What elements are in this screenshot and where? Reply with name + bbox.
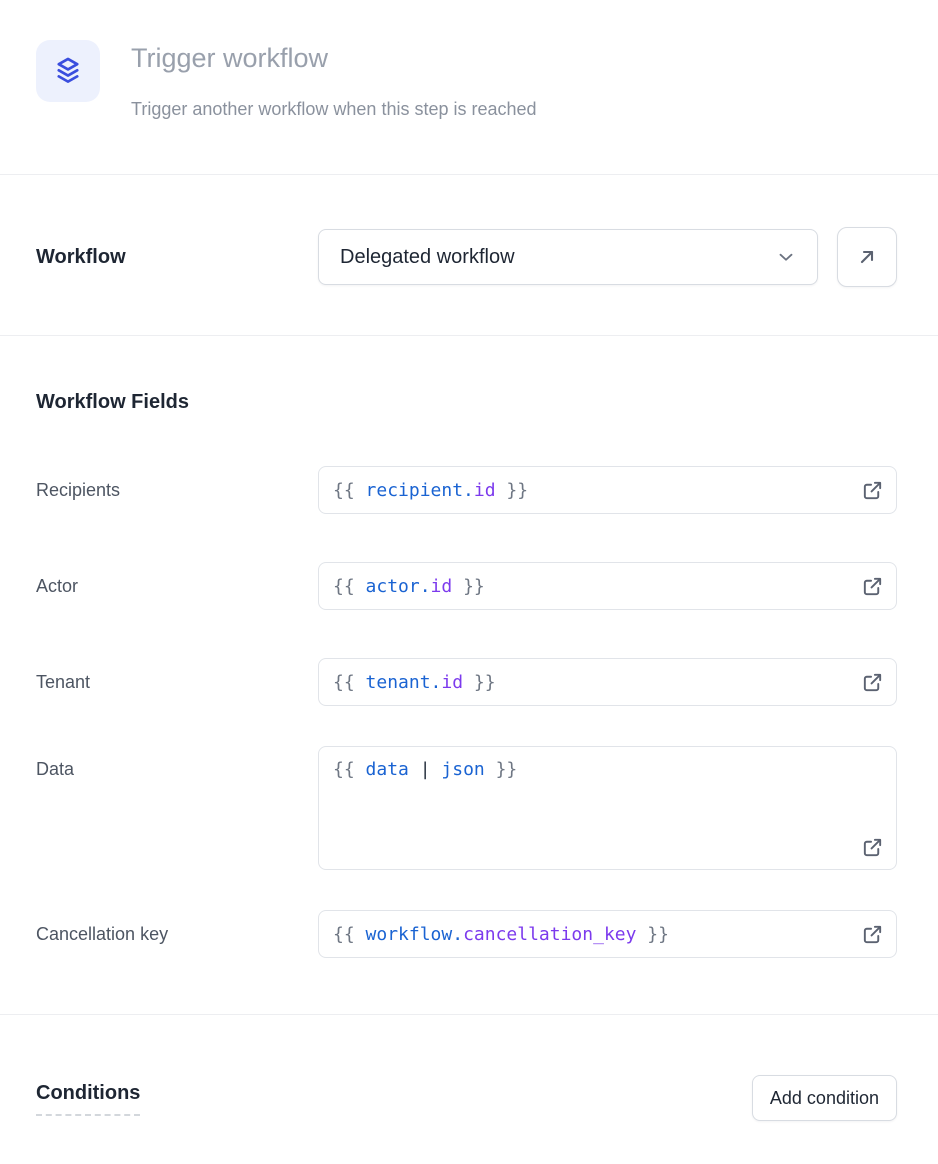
workflow-field-row: Cancellation key {{ workflow.cancellatio…	[36, 910, 897, 958]
external-link-icon[interactable]	[860, 574, 884, 598]
divider	[0, 335, 938, 336]
workflow-select-section: Workflow Delegated workflow	[0, 175, 938, 287]
field-code-input[interactable]: {{ data | json }}	[318, 746, 897, 870]
workflow-fields-heading: Workflow Fields	[36, 391, 189, 413]
field-code-value: {{ tenant.id }}	[333, 671, 496, 693]
external-link-icon[interactable]	[860, 835, 884, 859]
field-label: Tenant	[36, 671, 91, 692]
field-label: Actor	[36, 575, 79, 596]
step-header-text: Trigger workflow Trigger another workflo…	[131, 40, 537, 120]
field-code-value: {{ data | json }}	[333, 759, 518, 780]
field-code-value: {{ recipient.id }}	[333, 479, 529, 501]
field-label: Data	[36, 759, 75, 779]
step-icon-box	[36, 40, 100, 102]
field-code-value: {{ actor.id }}	[333, 575, 485, 597]
workflow-fields-list: Recipients {{ recipient.id }} Actor {{ a…	[36, 466, 897, 958]
workflow-field-row: Actor {{ actor.id }}	[36, 562, 897, 610]
conditions-heading: Conditions	[36, 1081, 141, 1116]
conditions-section: Conditions Add condition	[0, 1015, 938, 1121]
divider	[0, 174, 938, 175]
field-label: Cancellation key	[36, 923, 169, 944]
chevron-down-icon	[775, 246, 797, 268]
external-link-icon[interactable]	[860, 478, 884, 502]
trigger-workflow-panel: Trigger workflow Trigger another workflo…	[0, 0, 938, 1121]
add-condition-button[interactable]: Add condition	[751, 1075, 897, 1121]
page-title: Trigger workflow	[131, 43, 329, 73]
workflow-field-row: Data {{ data | json }}	[36, 746, 897, 870]
workflow-label: Workflow	[36, 245, 126, 268]
open-workflow-button[interactable]	[837, 227, 897, 287]
field-code-input[interactable]: {{ tenant.id }}	[318, 658, 897, 706]
workflow-field-row: Recipients {{ recipient.id }}	[36, 466, 897, 514]
field-code-value: {{ workflow.cancellation_key }}	[333, 923, 669, 945]
step-header: Trigger workflow Trigger another workflo…	[0, 0, 938, 120]
divider	[0, 1014, 938, 1015]
field-label: Recipients	[36, 479, 121, 500]
workflow-fields-section: Workflow Fields Recipients {{ recipient.…	[0, 390, 938, 958]
workflow-select-value: Delegated workflow	[340, 245, 515, 268]
field-code-input[interactable]: {{ recipient.id }}	[318, 466, 897, 514]
external-link-icon[interactable]	[860, 670, 884, 694]
external-link-icon[interactable]	[860, 922, 884, 946]
workflow-select[interactable]: Delegated workflow	[318, 229, 818, 285]
arrow-up-right-icon	[855, 245, 879, 269]
page-subtitle: Trigger another workflow when this step …	[131, 99, 537, 119]
workflow-row: Workflow Delegated workflow	[36, 227, 897, 287]
workflow-field-row: Tenant {{ tenant.id }}	[36, 658, 897, 706]
stack-icon	[51, 54, 85, 88]
field-code-input[interactable]: {{ actor.id }}	[318, 562, 897, 610]
field-code-input[interactable]: {{ workflow.cancellation_key }}	[318, 910, 897, 958]
